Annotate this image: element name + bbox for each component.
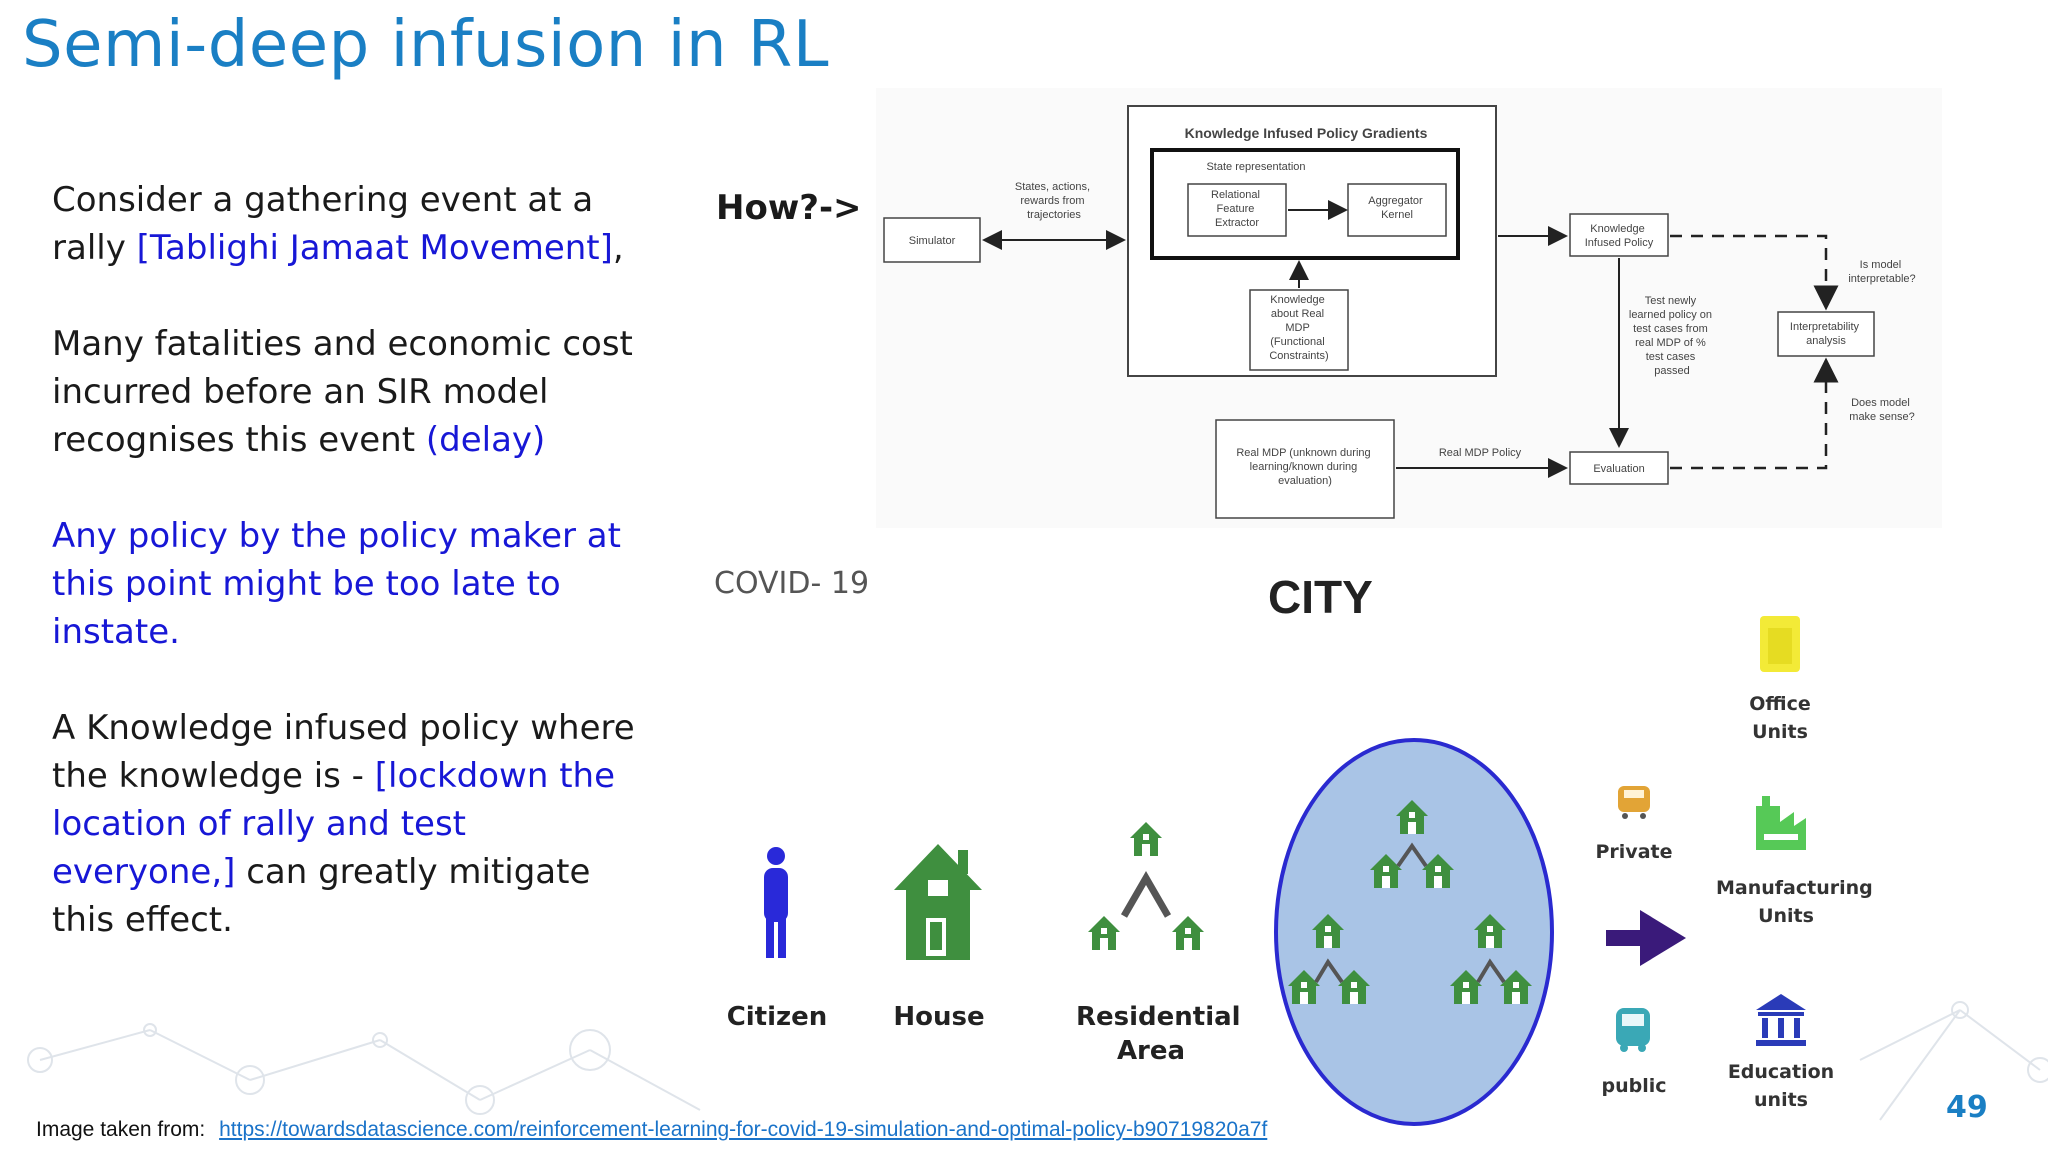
house-icon <box>894 844 982 960</box>
right-arrow-icon <box>1606 910 1686 966</box>
page-number: 49 <box>1946 1090 1988 1125</box>
interpretability-box <box>1777 311 1875 357</box>
paragraph-gathering: Consider a gathering event at a rally [T… <box>52 180 624 268</box>
slide-title: Semi-deep infusion in RL <box>22 8 829 82</box>
test-newly-text: Test newly learned policy on test cases … <box>1629 295 1715 377</box>
highlight-lockdown: [lockdown the location of rally and test… <box>52 756 616 892</box>
footer-source: Image taken from: https://towardsdatasci… <box>36 1118 1267 1142</box>
manufacturing-units-label: Manufacturing Units <box>1716 877 1873 927</box>
house-label: House <box>893 1002 985 1032</box>
highlight-tablighi: [Tablighi Jamaat Movement] <box>136 228 613 268</box>
real-mdp-policy-label: Real MDP Policy <box>1439 447 1522 459</box>
aggregator-kernel-text: Aggregator Kernel <box>1368 195 1426 221</box>
covid-label: COVID- 19 <box>714 566 870 601</box>
source-link[interactable]: https://towardsdatascience.com/reinforce… <box>219 1118 1268 1141</box>
evaluation-box <box>1569 451 1669 485</box>
how-label: How?-> <box>716 188 862 228</box>
paragraph-knowledge-policy: A Knowledge infused policy where the kno… <box>52 708 635 940</box>
dashed-policy-interpretability <box>1670 234 1839 311</box>
public-label: public <box>1601 1075 1667 1097</box>
knowledge-mdp-text: Knowledge about Real MDP (Functional Con… <box>1269 294 1328 362</box>
states-actions-text: States, actions, rewards from trajectori… <box>1015 181 1093 221</box>
real-mdp-text: Real MDP (unknown during learning/known … <box>1236 447 1373 487</box>
residential-area-label: Residential Area <box>1076 1002 1241 1066</box>
citizen-icon <box>764 847 788 958</box>
factory-icon <box>1756 796 1806 850</box>
paragraph-policy-late: Any policy by the policy maker at this p… <box>52 516 621 652</box>
aggregator-kernel-box <box>1347 183 1447 237</box>
office-building-icon <box>1760 616 1800 672</box>
dashed-evaluation-interpretability <box>1670 357 1839 470</box>
evaluation-label: Evaluation <box>1593 463 1644 475</box>
policy-gradient-flow-diagram: Knowledge Infused Policy Gradients State… <box>883 105 1916 519</box>
paragraph-fatalities: Many fatalities and economic cost incurr… <box>52 324 633 460</box>
state-representation-label: State representation <box>1206 161 1305 173</box>
real-mdp-box <box>1215 419 1395 519</box>
city-circle <box>1274 738 1554 1126</box>
citizen-label: Citizen <box>726 1002 828 1032</box>
does-model-text: Does model make sense? <box>1849 397 1914 423</box>
relational-feature-text: Relational Feature Extractor <box>1211 189 1263 229</box>
city-label: CITY <box>1268 571 1373 623</box>
knowledge-infused-policy-text: Knowledge Infused Policy <box>1585 223 1654 249</box>
relational-feature-box <box>1187 183 1287 237</box>
knowledge-infused-policy-box <box>1569 213 1669 257</box>
highlight-delay: (delay) <box>425 420 546 460</box>
private-label: Private <box>1595 841 1673 863</box>
body-text: Consider a gathering event at a rally [T… <box>52 176 652 992</box>
office-units-label: Office Units <box>1749 693 1811 743</box>
private-car-icon <box>1618 786 1650 819</box>
simulator-box <box>883 217 981 263</box>
education-building-icon <box>1756 994 1806 1046</box>
knowledge-mdp-box <box>1249 289 1349 371</box>
is-model-text: Is model interpretable? <box>1848 259 1915 285</box>
interpretability-text: Interpretability analysis <box>1790 321 1862 347</box>
education-units-label: Education units <box>1727 1061 1835 1111</box>
residential-area-icon <box>1088 822 1204 950</box>
kipg-title: Knowledge Infused Policy Gradients <box>1185 125 1428 141</box>
simulator-label: Simulator <box>909 235 956 247</box>
footer-prefix: Image taken from: <box>36 1118 206 1141</box>
public-bus-icon <box>1616 1008 1650 1052</box>
